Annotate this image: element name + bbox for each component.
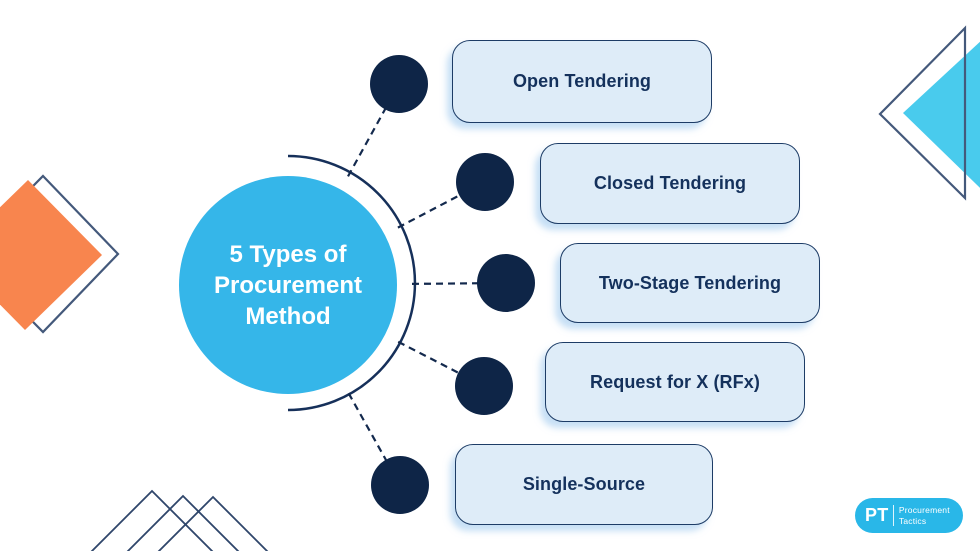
method-box-two-stage-tendering: Two-Stage Tendering: [560, 243, 820, 323]
method-box-request-for-x: Request for X (RFx): [545, 342, 805, 422]
node-dot-closed-tendering: [456, 153, 514, 211]
node-dot-two-stage-tendering: [477, 254, 535, 312]
mountain-lines-shape: [90, 489, 269, 551]
node-dot-open-tendering: [370, 55, 428, 113]
connector-request-for-x: [397, 340, 485, 387]
logo-name-line1: Procurement: [898, 505, 950, 515]
diamond-outline-shape: [0, 174, 120, 334]
title-line-1: 5 Types of: [229, 240, 347, 268]
method-box-open-tendering: Open Tendering: [452, 40, 712, 123]
method-label: Closed Tendering: [593, 173, 747, 193]
logo-name-line2: Tactics: [898, 515, 927, 526]
brand-logo: PT Procurement Tactics: [855, 498, 963, 533]
node-dots: [370, 55, 535, 514]
node-dot-single-source: [371, 456, 429, 514]
title-line-2: Procurement: [213, 271, 363, 299]
central-topic-circle: 5 Types of Procurement Method: [179, 176, 397, 394]
logo-initials: PT: [865, 505, 889, 525]
method-box-closed-tendering: Closed Tendering: [540, 143, 800, 224]
cyan-triangle-shape: [903, 41, 980, 188]
method-box-single-source: Single-Source: [455, 444, 713, 525]
triangle-outline-shape: [878, 25, 967, 201]
method-label: Single-Source: [522, 474, 646, 494]
method-label: Open Tendering: [512, 71, 652, 91]
diagram-title: 5 Types of Procurement Method: [214, 239, 362, 332]
connector-closed-tendering: [397, 181, 486, 229]
title-line-3: Method: [245, 302, 331, 330]
logo-name: Procurement Tactics: [899, 505, 950, 526]
logo-divider: [892, 505, 894, 526]
method-label: Two-Stage Tendering: [598, 272, 782, 293]
orange-diamond-shape: [0, 180, 102, 330]
method-label: Request for X (RFx): [590, 371, 760, 392]
node-dot-request-for-x: [455, 357, 513, 415]
